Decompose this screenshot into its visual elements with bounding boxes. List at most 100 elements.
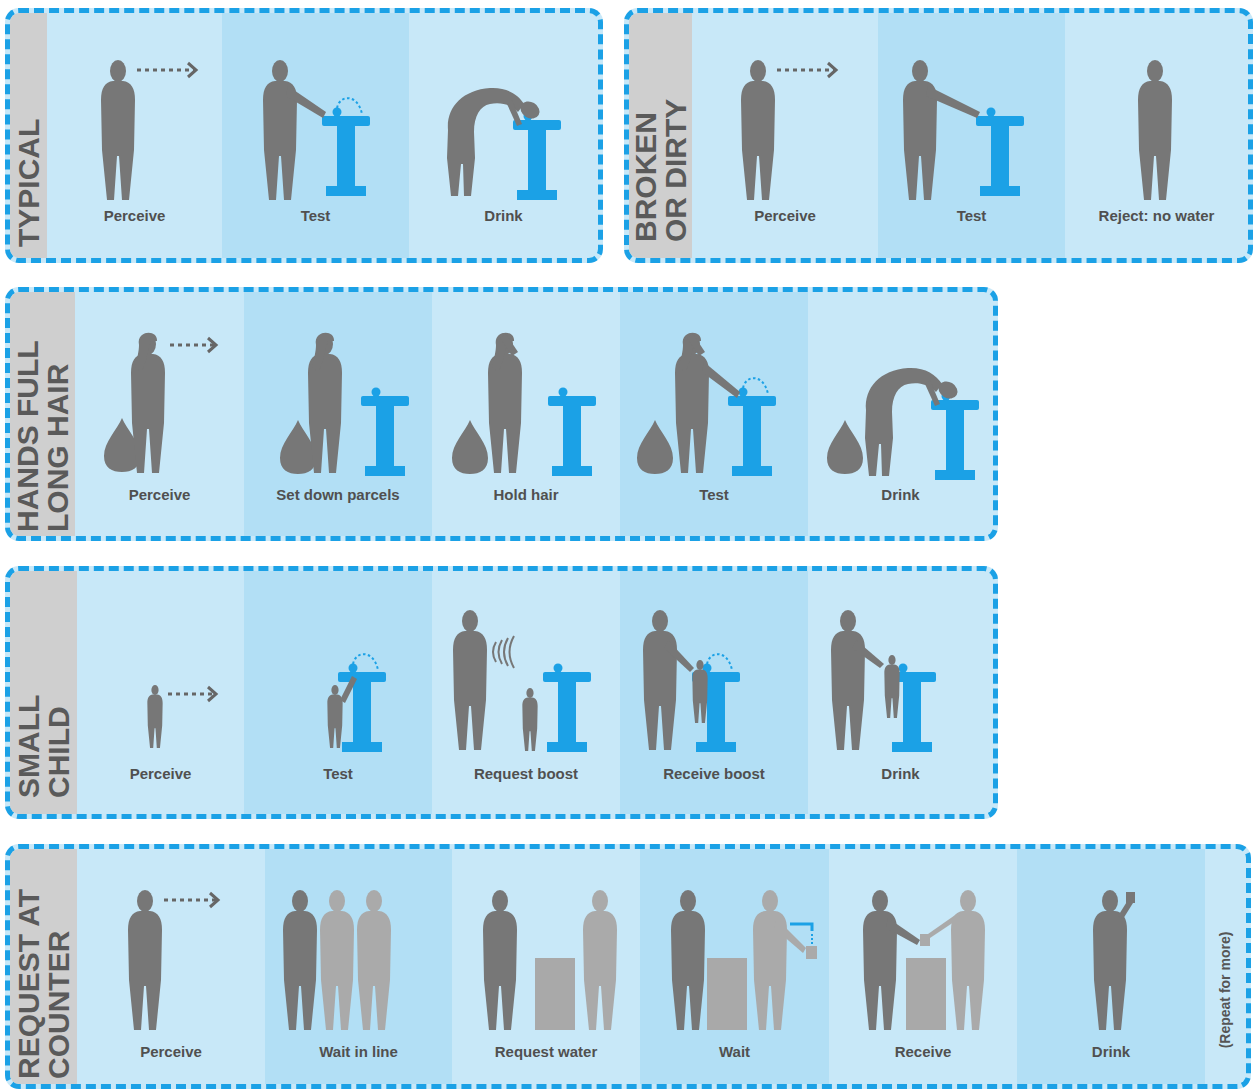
- scenario-title: REQUEST AT COUNTER: [14, 853, 74, 1079]
- step-band: Receive: [829, 849, 1017, 1084]
- step-band: Set down parcels: [244, 292, 432, 536]
- step-band: Drink: [808, 571, 993, 814]
- staff-figure: [583, 890, 617, 1030]
- scenario-panel: TYPICALPerceiveTestDrink: [5, 8, 603, 263]
- sound-wave: [499, 640, 503, 664]
- step-label: Drink: [1092, 1043, 1130, 1061]
- water-arc: [743, 378, 768, 394]
- scenario-title: BROKEN OR DIRTY: [631, 82, 691, 242]
- person-figure: [453, 610, 487, 750]
- sound-wave: [493, 636, 514, 668]
- step-label: Perceive: [754, 207, 816, 225]
- step-label: Wait: [719, 1043, 750, 1061]
- water-tap: [811, 934, 813, 945]
- step-label: Receive: [895, 1043, 952, 1061]
- step-label: Perceive: [140, 1043, 202, 1061]
- step-label: Hold hair: [493, 486, 558, 504]
- side-band: [10, 13, 692, 1084]
- child-figure: [327, 685, 342, 748]
- person-figure: [447, 88, 543, 196]
- gaze-arrow: [210, 893, 218, 907]
- person-figure: [101, 60, 1172, 1030]
- step-band: Test: [222, 13, 409, 258]
- water-arc: [707, 654, 732, 670]
- bag-figure: [104, 418, 863, 474]
- gaze-arrow: [828, 63, 836, 77]
- bag-figure: [280, 420, 316, 474]
- step-band: Perceive: [692, 13, 878, 258]
- person-figure: [675, 333, 709, 473]
- fountain-symbol: [322, 108, 1024, 753]
- staff-figure: [774, 918, 806, 953]
- step-band: Wait in line: [265, 849, 452, 1084]
- side-band: [10, 13, 47, 258]
- person-figure: [483, 890, 517, 1030]
- fountain-symbol: [728, 388, 776, 477]
- arm-shape: [687, 334, 705, 356]
- scenario-panel: HANDS FULL LONG HAIRPerceiveSet down par…: [5, 287, 998, 541]
- fountain-symbol: [513, 112, 561, 201]
- water-arc: [337, 98, 768, 670]
- gaze-arrow: [137, 63, 836, 907]
- person-figure: [308, 333, 342, 473]
- fountain-symbol: [931, 392, 979, 481]
- step-band: Test: [878, 13, 1065, 258]
- fountain-symbol: [888, 664, 936, 753]
- arm-shape: [500, 334, 518, 356]
- sound-wave: [504, 638, 508, 666]
- side-band: [10, 292, 75, 536]
- step-label: Test: [957, 207, 987, 225]
- person-figure: [128, 890, 162, 1030]
- person-figure: [671, 890, 705, 1030]
- fountain-symbol: [543, 664, 591, 753]
- water-tap: [790, 924, 812, 931]
- arm-shape: [340, 676, 357, 703]
- person-figure: [643, 610, 677, 750]
- step-label: Request boost: [474, 765, 578, 783]
- child-figure: [522, 688, 537, 751]
- person-figure: [831, 610, 865, 750]
- arm-shape: [926, 86, 980, 118]
- fountain-symbol: [976, 108, 1024, 197]
- person-figure: [312, 333, 334, 371]
- step-band: Request boost: [432, 571, 620, 814]
- step-label: Drink: [881, 486, 919, 504]
- staff-figure: [320, 890, 985, 1030]
- gaze-arrow: [170, 344, 214, 347]
- step-band: Perceive: [77, 571, 244, 814]
- sound-wave: [493, 642, 496, 662]
- side-band: [629, 13, 692, 258]
- step-label: Request water: [495, 1043, 598, 1061]
- staff-figure: [928, 913, 960, 938]
- step-band: Receive boost: [620, 571, 808, 814]
- child-figure: [147, 685, 162, 748]
- side-band: [10, 571, 77, 814]
- fountain-symbol: [692, 664, 740, 753]
- step-label: Reject: no water: [1099, 207, 1215, 225]
- person-figure: [903, 60, 937, 200]
- child-figure: [884, 655, 899, 718]
- step-band: Perceive: [75, 292, 244, 536]
- person-figure: [863, 890, 897, 1030]
- arm-shape: [886, 918, 920, 945]
- step-band: Perceive: [47, 13, 222, 258]
- scenario-title: HANDS FULL LONG HAIR: [13, 296, 73, 532]
- gaze-arrow: [208, 687, 216, 701]
- step-band: Drink: [409, 13, 598, 258]
- scenario-panel: REQUEST AT COUNTER (Repeat for more) Perce…: [5, 844, 1251, 1089]
- person-figure: [865, 368, 961, 476]
- step-label: Test: [699, 486, 729, 504]
- side-note: (Repeat for more): [1217, 905, 1233, 1075]
- gaze-arrow: [164, 899, 216, 902]
- side-band: [10, 849, 77, 1084]
- person-figure: [741, 60, 775, 200]
- person-figure: [263, 60, 297, 200]
- gaze-arrow: [168, 693, 214, 696]
- step-label: Set down parcels: [276, 486, 399, 504]
- arm-shape: [702, 362, 740, 398]
- step-band: Test: [244, 571, 432, 814]
- scenario-title: TYPICAL: [14, 17, 44, 247]
- step-band: Test: [620, 292, 808, 536]
